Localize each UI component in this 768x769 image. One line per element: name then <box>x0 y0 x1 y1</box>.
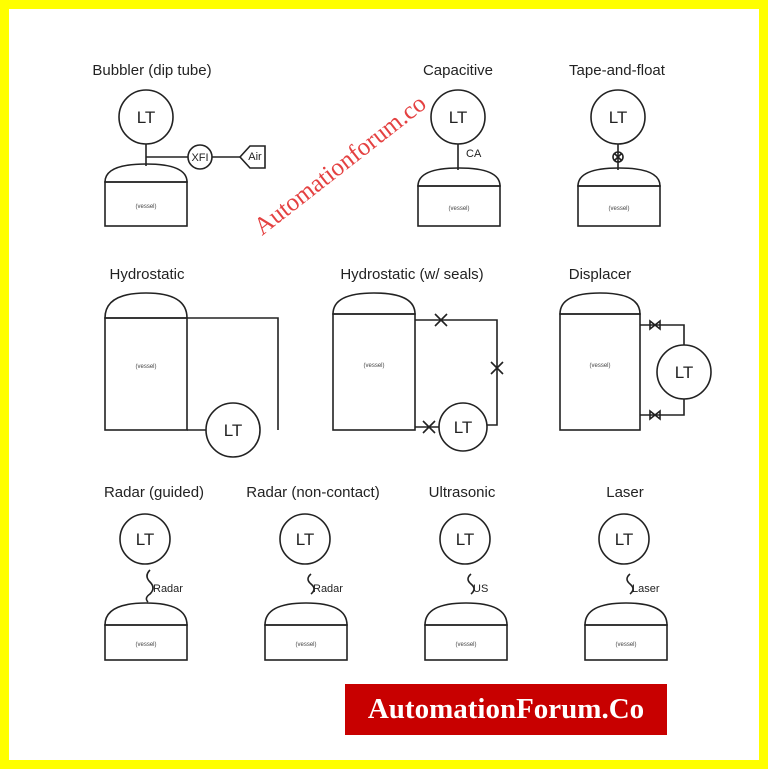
level-instrument-diagram: Bubbler (dip tube) Capacitive Tape-and-f… <box>92 62 712 661</box>
title-ultrasonic: Ultrasonic <box>429 484 496 501</box>
bubbler-instrument: LT XFI Air (vessel) <box>104 89 266 227</box>
vessel-label: (vessel) <box>295 642 316 648</box>
lt-label: LT <box>456 530 475 549</box>
radar-non-contact-instrument: LT Radar (vessel) <box>264 513 348 661</box>
title-radar-guided: Radar (guided) <box>104 484 204 501</box>
radar-label: Radar <box>313 583 343 595</box>
logo-banner: AutomationForum.Co <box>345 684 667 735</box>
vessel-label: (vessel) <box>448 206 469 212</box>
title-hydrostatic-seals: Hydrostatic (w/ seals) <box>340 266 483 283</box>
hydrostatic-seals-instrument: (vessel) LT <box>332 292 504 452</box>
vessel-label: (vessel) <box>135 204 156 210</box>
laser-instrument: LT Laser (vessel) <box>584 513 668 661</box>
ultrasonic-instrument: LT US (vessel) <box>424 513 508 661</box>
lt-label: LT <box>675 363 694 382</box>
vessel-label: (vessel) <box>363 363 384 369</box>
radar-label: Radar <box>153 583 183 595</box>
tape-and-float-instrument: LT (vessel) <box>577 89 661 227</box>
title-displacer: Displacer <box>569 266 632 283</box>
vessel-label: (vessel) <box>615 642 636 648</box>
title-bubbler: Bubbler (dip tube) <box>92 62 211 79</box>
lt-label: LT <box>137 108 156 127</box>
ca-label: CA <box>466 148 482 160</box>
laser-label: Laser <box>632 583 660 595</box>
radar-guided-instrument: LT Radar (vessel) <box>104 513 188 661</box>
lt-label: LT <box>224 421 243 440</box>
displacer-instrument: (vessel) LT <box>559 292 712 431</box>
diagram-canvas: Bubbler (dip tube) Capacitive Tape-and-f… <box>9 9 759 760</box>
vessel-label: (vessel) <box>135 642 156 648</box>
lt-label: LT <box>296 530 315 549</box>
title-tape-and-float: Tape-and-float <box>569 62 666 79</box>
title-capacitive: Capacitive <box>423 62 493 79</box>
vessel-label: (vessel) <box>589 363 610 369</box>
vessel-label: (vessel) <box>135 364 156 370</box>
lt-label: LT <box>609 108 628 127</box>
title-radar-non-contact: Radar (non-contact) <box>246 484 379 501</box>
vessel-label: (vessel) <box>608 206 629 212</box>
lt-label: LT <box>449 108 468 127</box>
lt-label: LT <box>136 530 155 549</box>
lt-label: LT <box>615 530 634 549</box>
hydrostatic-instrument: (vessel) LT <box>104 292 279 458</box>
lt-label: LT <box>454 418 473 437</box>
title-hydrostatic: Hydrostatic <box>109 266 185 283</box>
air-label: Air <box>248 151 262 163</box>
capacitive-instrument: LT CA (vessel) <box>417 89 501 227</box>
title-laser: Laser <box>606 484 644 501</box>
vessel-label: (vessel) <box>455 642 476 648</box>
xfi-label: XFI <box>191 152 208 164</box>
us-label: US <box>473 583 488 595</box>
watermark: Automationforum.co <box>249 90 431 241</box>
